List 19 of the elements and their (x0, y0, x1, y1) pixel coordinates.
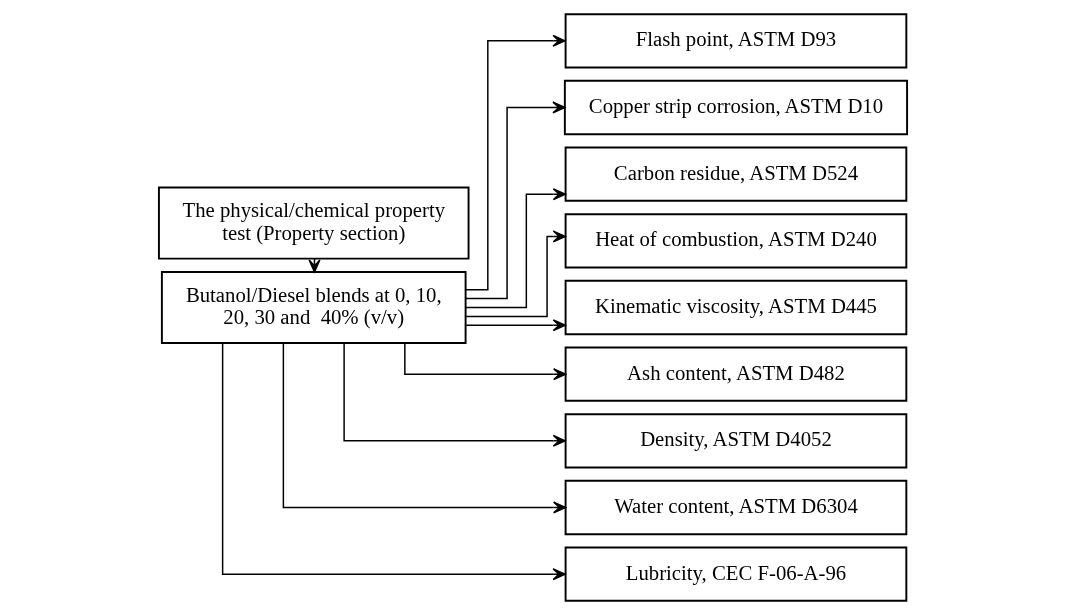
node-box: Water content, ASTM D6304 (564, 479, 908, 536)
arrow (464, 101, 566, 300)
node-box: Heat of combustion, ASTM D240 (564, 213, 908, 269)
arrow (282, 342, 567, 514)
arrow (404, 342, 567, 381)
node-box: Flash point, ASTM D93 (564, 13, 908, 69)
arrow (465, 319, 566, 332)
arrow (465, 230, 566, 318)
arrow (221, 342, 566, 581)
node-box: Density, ASTM D4052 (564, 413, 908, 469)
node-box: Lubricity, CEC F-06-A-96 (564, 546, 908, 602)
arrow (465, 188, 566, 309)
node-box: Ash content, ASTM D482 (564, 346, 908, 402)
arrow (465, 34, 566, 291)
arrow (343, 342, 566, 447)
node-box: Butanol/Diesel blends at 0, 10, 20, 30 and 40% (v/v) (160, 270, 467, 345)
node-box: Carbon residue, ASTM D524 (564, 146, 908, 202)
node-box: Copper strip corrosion, ASTM D10 (563, 79, 909, 136)
node-box: Kinematic viscosity, ASTM D445 (564, 279, 908, 336)
